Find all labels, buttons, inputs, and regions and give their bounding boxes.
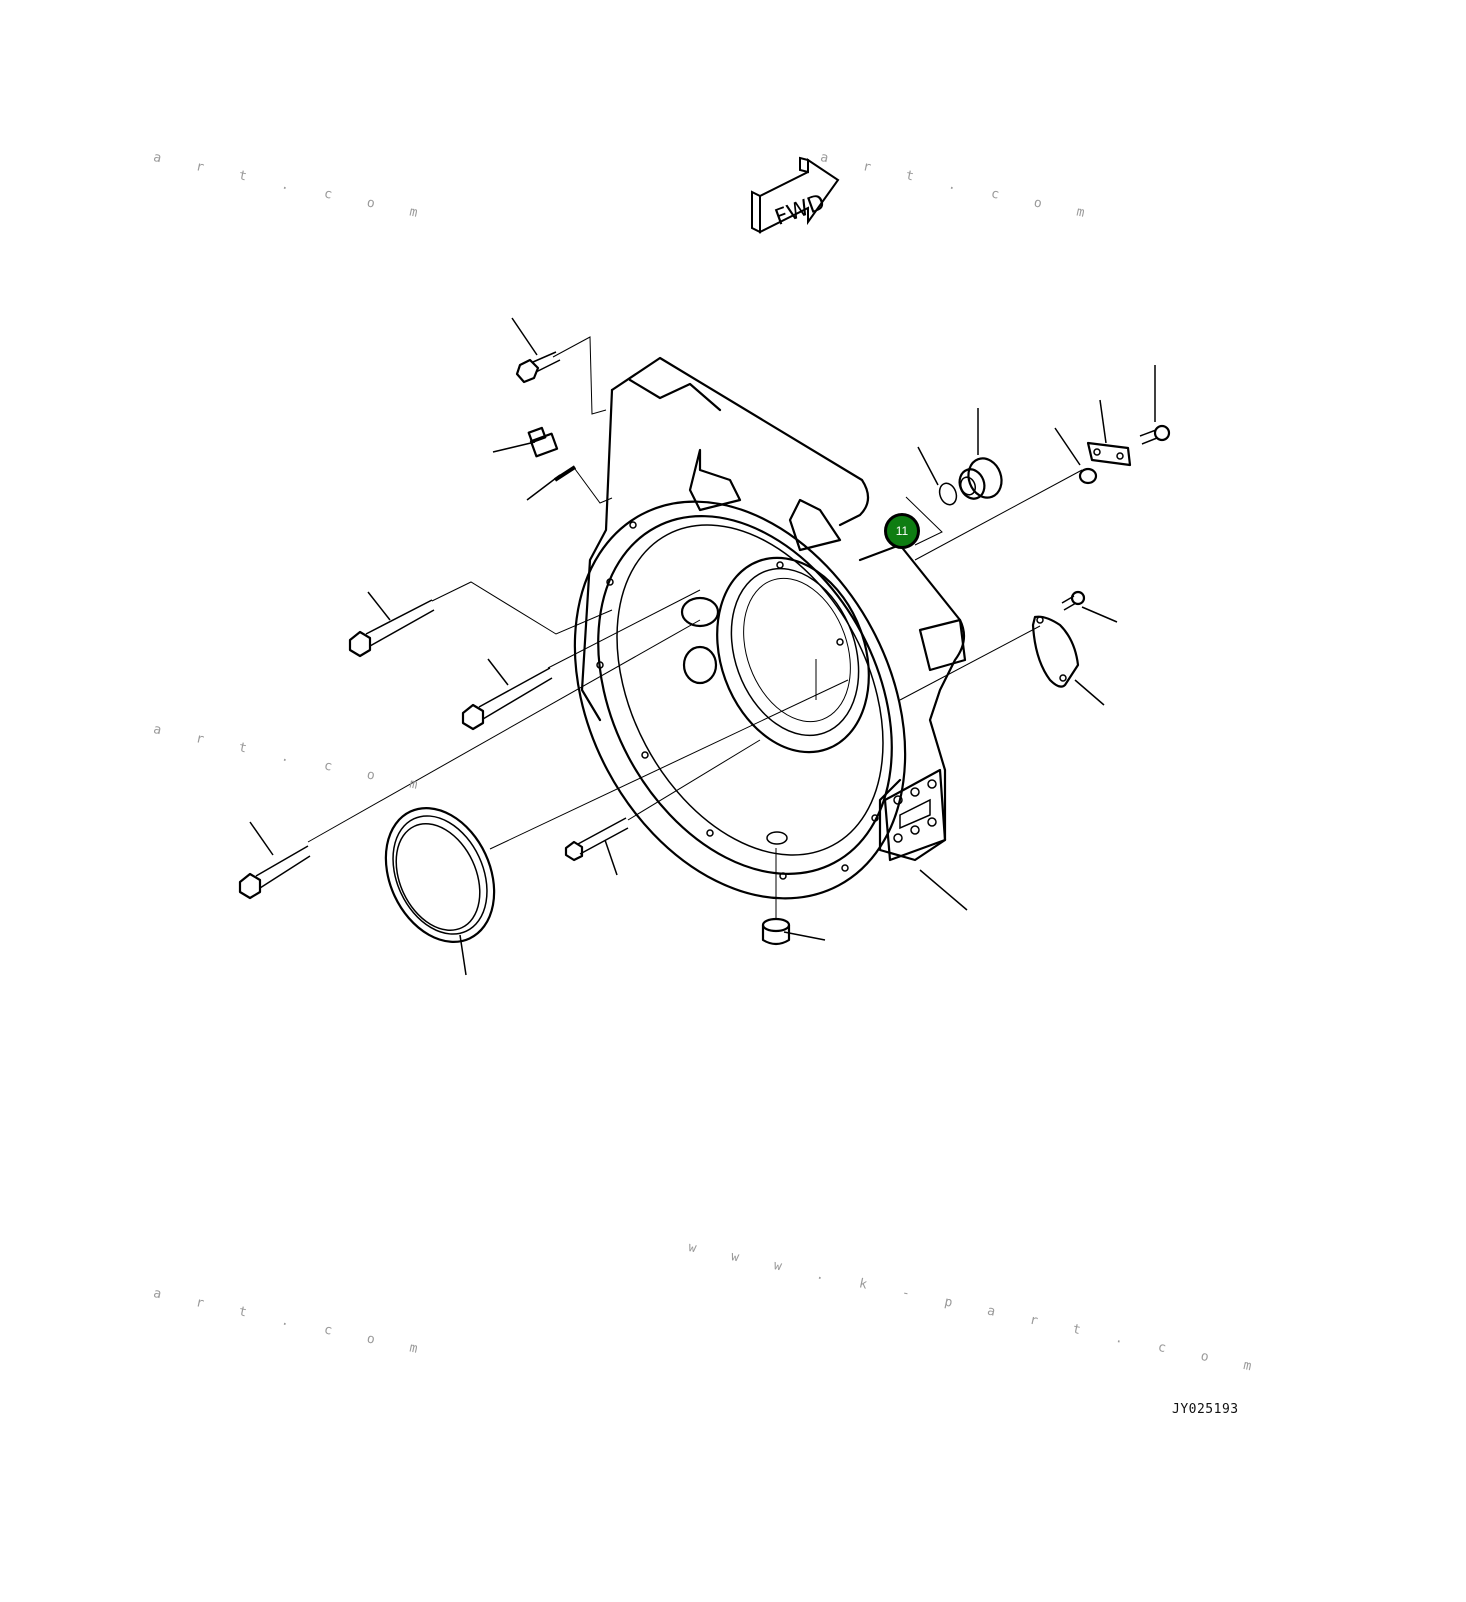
bolt-long-middle[interactable] [461,667,553,731]
flywheel-housing[interactable] [509,356,971,956]
bolt-short[interactable] [564,817,629,862]
bolt-top[interactable] [515,351,561,384]
diagram-id: JY025193 [1172,1402,1239,1417]
oil-seal[interactable] [365,790,515,959]
o-ring[interactable] [937,481,960,507]
callout-11[interactable]: 11 [884,513,920,549]
fwd-arrow-icon: FWD [751,156,840,234]
bolt-long-upper[interactable] [348,599,435,658]
bolt-long-lower[interactable] [238,845,311,900]
washer[interactable] [1078,467,1098,485]
cover[interactable] [1031,615,1080,688]
plate[interactable] [1086,441,1132,467]
plug[interactable] [956,454,1007,503]
leader-lines [249,317,1156,976]
pin[interactable] [553,465,577,482]
bolt-cover[interactable] [1061,590,1086,611]
callout-number: 11 [895,524,909,538]
bolt-plate[interactable] [1139,424,1171,445]
plug-small[interactable] [527,426,559,458]
plug-cap[interactable] [761,917,791,946]
